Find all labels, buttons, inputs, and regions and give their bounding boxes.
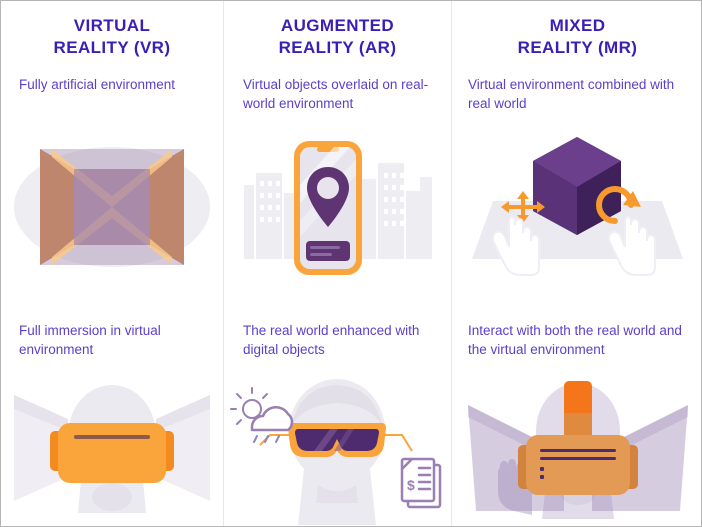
column-title-vr-line2: REALITY (VR) [53, 38, 171, 57]
ar-phone-map-pin-icon [243, 141, 432, 275]
column-caption-ar: The real world enhanced with digital obj… [243, 323, 420, 357]
column-title-mr: MIXED REALITY (MR) [452, 1, 701, 59]
mr-headset-head-icon [467, 381, 688, 519]
column-subtitle-vr: Fully artificial environment [19, 77, 176, 92]
vr-tunnel-icon [14, 147, 210, 267]
column-title-vr: VIRTUAL REALITY (VR) [1, 1, 223, 59]
ar-glasses-head-icon: $ [230, 379, 442, 525]
ar-phone-illustration [224, 133, 451, 283]
column-mixed-reality: MIXED REALITY (MR) Virtual environment c… [452, 1, 701, 526]
vr-headset-head-icon [14, 385, 210, 513]
column-title-mr-line1: MIXED [549, 16, 606, 35]
column-divider-2 [451, 1, 452, 526]
vr-tunnel-illustration [1, 133, 223, 283]
column-title-ar: AUGMENTED REALITY (AR) [224, 1, 451, 59]
column-title-mr-line2: REALITY (MR) [517, 38, 638, 57]
column-subtitle-ar: Virtual objects overlaid on real-world e… [243, 77, 429, 111]
mr-headset-illustration [452, 373, 701, 525]
column-title-ar-line1: AUGMENTED [280, 16, 395, 35]
column-divider-1 [223, 1, 224, 526]
vr-headset-illustration [1, 373, 223, 525]
column-virtual-reality: VIRTUAL REALITY (VR) Fully artificial en… [1, 1, 223, 526]
column-subtitle-mr: Virtual environment combined with real w… [468, 77, 675, 111]
column-augmented-reality: AUGMENTED REALITY (AR) Virtual objects o… [224, 1, 451, 526]
column-caption-mr: Interact with both the real world and th… [468, 323, 682, 357]
svg-text:$: $ [407, 477, 415, 493]
mr-cube-hands-icon [472, 137, 683, 276]
column-title-ar-line2: REALITY (AR) [278, 38, 397, 57]
ar-glasses-illustration: $ [224, 373, 451, 525]
mr-cube-illustration [452, 133, 701, 283]
column-caption-vr: Full immersion in virtual environment [19, 323, 161, 357]
column-title-vr-line1: VIRTUAL [73, 16, 151, 35]
